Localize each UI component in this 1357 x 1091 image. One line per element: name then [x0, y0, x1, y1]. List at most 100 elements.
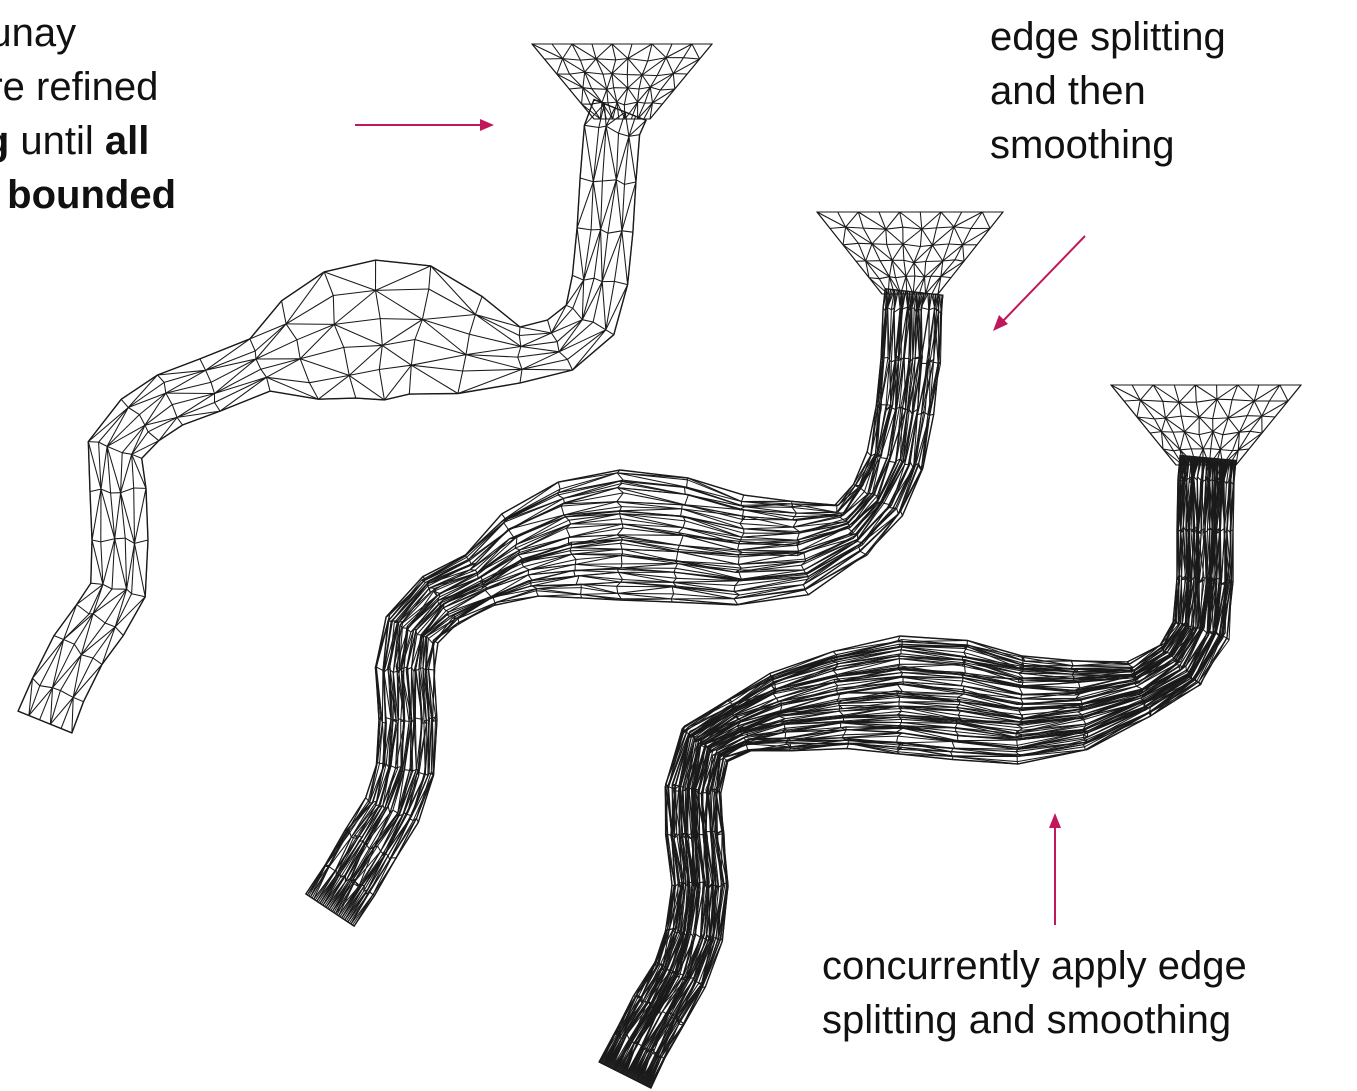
mesh-edge	[608, 102, 617, 103]
mesh-edge	[121, 488, 134, 493]
mesh-edge	[625, 182, 636, 184]
mesh-edge	[416, 630, 417, 634]
mesh-edge	[904, 358, 905, 409]
mesh-edge	[521, 347, 559, 352]
mesh-edge	[524, 567, 530, 570]
mesh-edge	[64, 640, 75, 645]
mesh-edge	[557, 74, 583, 88]
mesh-edge	[666, 58, 673, 74]
mesh-edge	[584, 278, 594, 280]
mesh-edge	[333, 296, 334, 325]
mesh-edge	[121, 399, 128, 407]
mesh-edge	[596, 59, 616, 60]
mesh-edge	[593, 181, 602, 182]
mesh-edge	[926, 245, 933, 261]
mesh-edge	[256, 324, 286, 359]
mesh-edge	[618, 587, 672, 594]
mesh-edge	[673, 59, 699, 74]
mesh-edge	[376, 290, 423, 319]
mesh-edge	[638, 103, 645, 119]
mesh-edge	[520, 327, 551, 333]
mesh-edge	[622, 231, 633, 232]
mesh-edge	[577, 228, 591, 230]
mesh-edge	[580, 178, 593, 182]
mesh-edge	[135, 488, 147, 543]
mesh-edge	[107, 446, 122, 452]
mesh-edge	[866, 261, 890, 277]
mesh-edge	[559, 322, 593, 352]
mesh-edge	[93, 614, 105, 623]
mesh-edge	[99, 442, 108, 446]
mesh-edge	[60, 691, 73, 698]
mesh-edge	[300, 324, 334, 358]
mesh-edge	[422, 315, 475, 320]
mesh-edge	[309, 383, 318, 400]
mesh-edge	[955, 245, 963, 260]
mesh-edge	[101, 446, 107, 489]
mesh-edge	[888, 277, 889, 294]
mesh-edge	[132, 441, 159, 455]
mesh-edge	[616, 180, 622, 231]
mesh-edge	[734, 586, 735, 592]
mesh-edge	[932, 245, 942, 261]
mesh-edge	[267, 377, 271, 391]
mesh-edge	[621, 556, 622, 564]
mesh-edge	[115, 493, 121, 539]
mesh-edge	[93, 589, 127, 614]
concurrent-split-smooth-mesh	[599, 385, 1301, 1088]
mesh-edge	[952, 742, 955, 749]
mesh-edge	[773, 694, 776, 698]
mesh-edge	[879, 277, 889, 279]
mesh-edge	[61, 697, 73, 728]
mesh-edge	[898, 641, 968, 642]
delaunay-refined-mesh	[18, 44, 712, 733]
mesh-edge	[886, 212, 900, 229]
mesh-edge	[528, 575, 532, 581]
mesh-edge	[566, 305, 573, 308]
mesh-edge	[559, 352, 567, 360]
mesh-edge	[376, 289, 429, 290]
mesh-edge	[466, 347, 521, 355]
mesh-edge	[679, 1024, 683, 1025]
mesh-edge	[606, 281, 615, 329]
mesh-edge	[594, 278, 602, 281]
mesh-edge	[599, 126, 606, 127]
mesh-edge	[103, 584, 112, 589]
mesh-edge	[382, 670, 383, 722]
mesh-edge	[963, 245, 964, 261]
mesh-edge	[903, 229, 922, 244]
mesh-edge	[673, 581, 739, 582]
mesh-edge	[115, 538, 126, 539]
mesh-edge	[463, 369, 522, 371]
mesh-edge	[318, 375, 349, 399]
mesh-edge	[880, 261, 889, 277]
mesh-edge	[158, 375, 165, 382]
mesh-edge	[122, 425, 145, 453]
mesh-edge	[567, 359, 572, 370]
mesh-edge	[584, 230, 601, 281]
mesh-edge	[309, 375, 349, 382]
mesh-edge	[742, 519, 792, 520]
mesh-edge	[569, 88, 583, 89]
mesh-edge	[929, 308, 934, 310]
mesh-edge	[606, 126, 616, 180]
mesh-edge	[431, 266, 476, 315]
mesh-edge	[941, 212, 954, 227]
mesh-edge	[92, 489, 101, 540]
mesh-edge	[166, 382, 211, 393]
mesh-edge	[522, 369, 573, 370]
mesh-edge	[54, 636, 64, 640]
mesh-edge	[300, 359, 349, 376]
mesh-edge	[522, 359, 567, 369]
mesh-edge	[681, 509, 682, 517]
mesh-edge	[616, 180, 624, 185]
mesh-edge	[650, 87, 660, 90]
mesh-edge	[53, 688, 61, 691]
mesh-edge	[88, 442, 98, 443]
mesh-edge	[569, 520, 571, 524]
mesh-edge	[282, 301, 287, 324]
mesh-edge	[582, 282, 602, 320]
mesh-edge	[344, 345, 383, 347]
mesh-edge	[349, 345, 382, 375]
mesh-edge	[286, 324, 334, 325]
